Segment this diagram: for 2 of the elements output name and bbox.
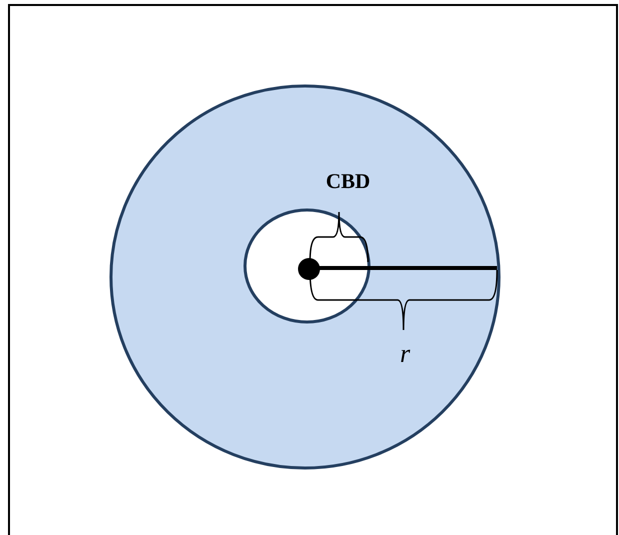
- radius-label: r: [400, 341, 410, 367]
- zone-label: CBD: [326, 171, 370, 192]
